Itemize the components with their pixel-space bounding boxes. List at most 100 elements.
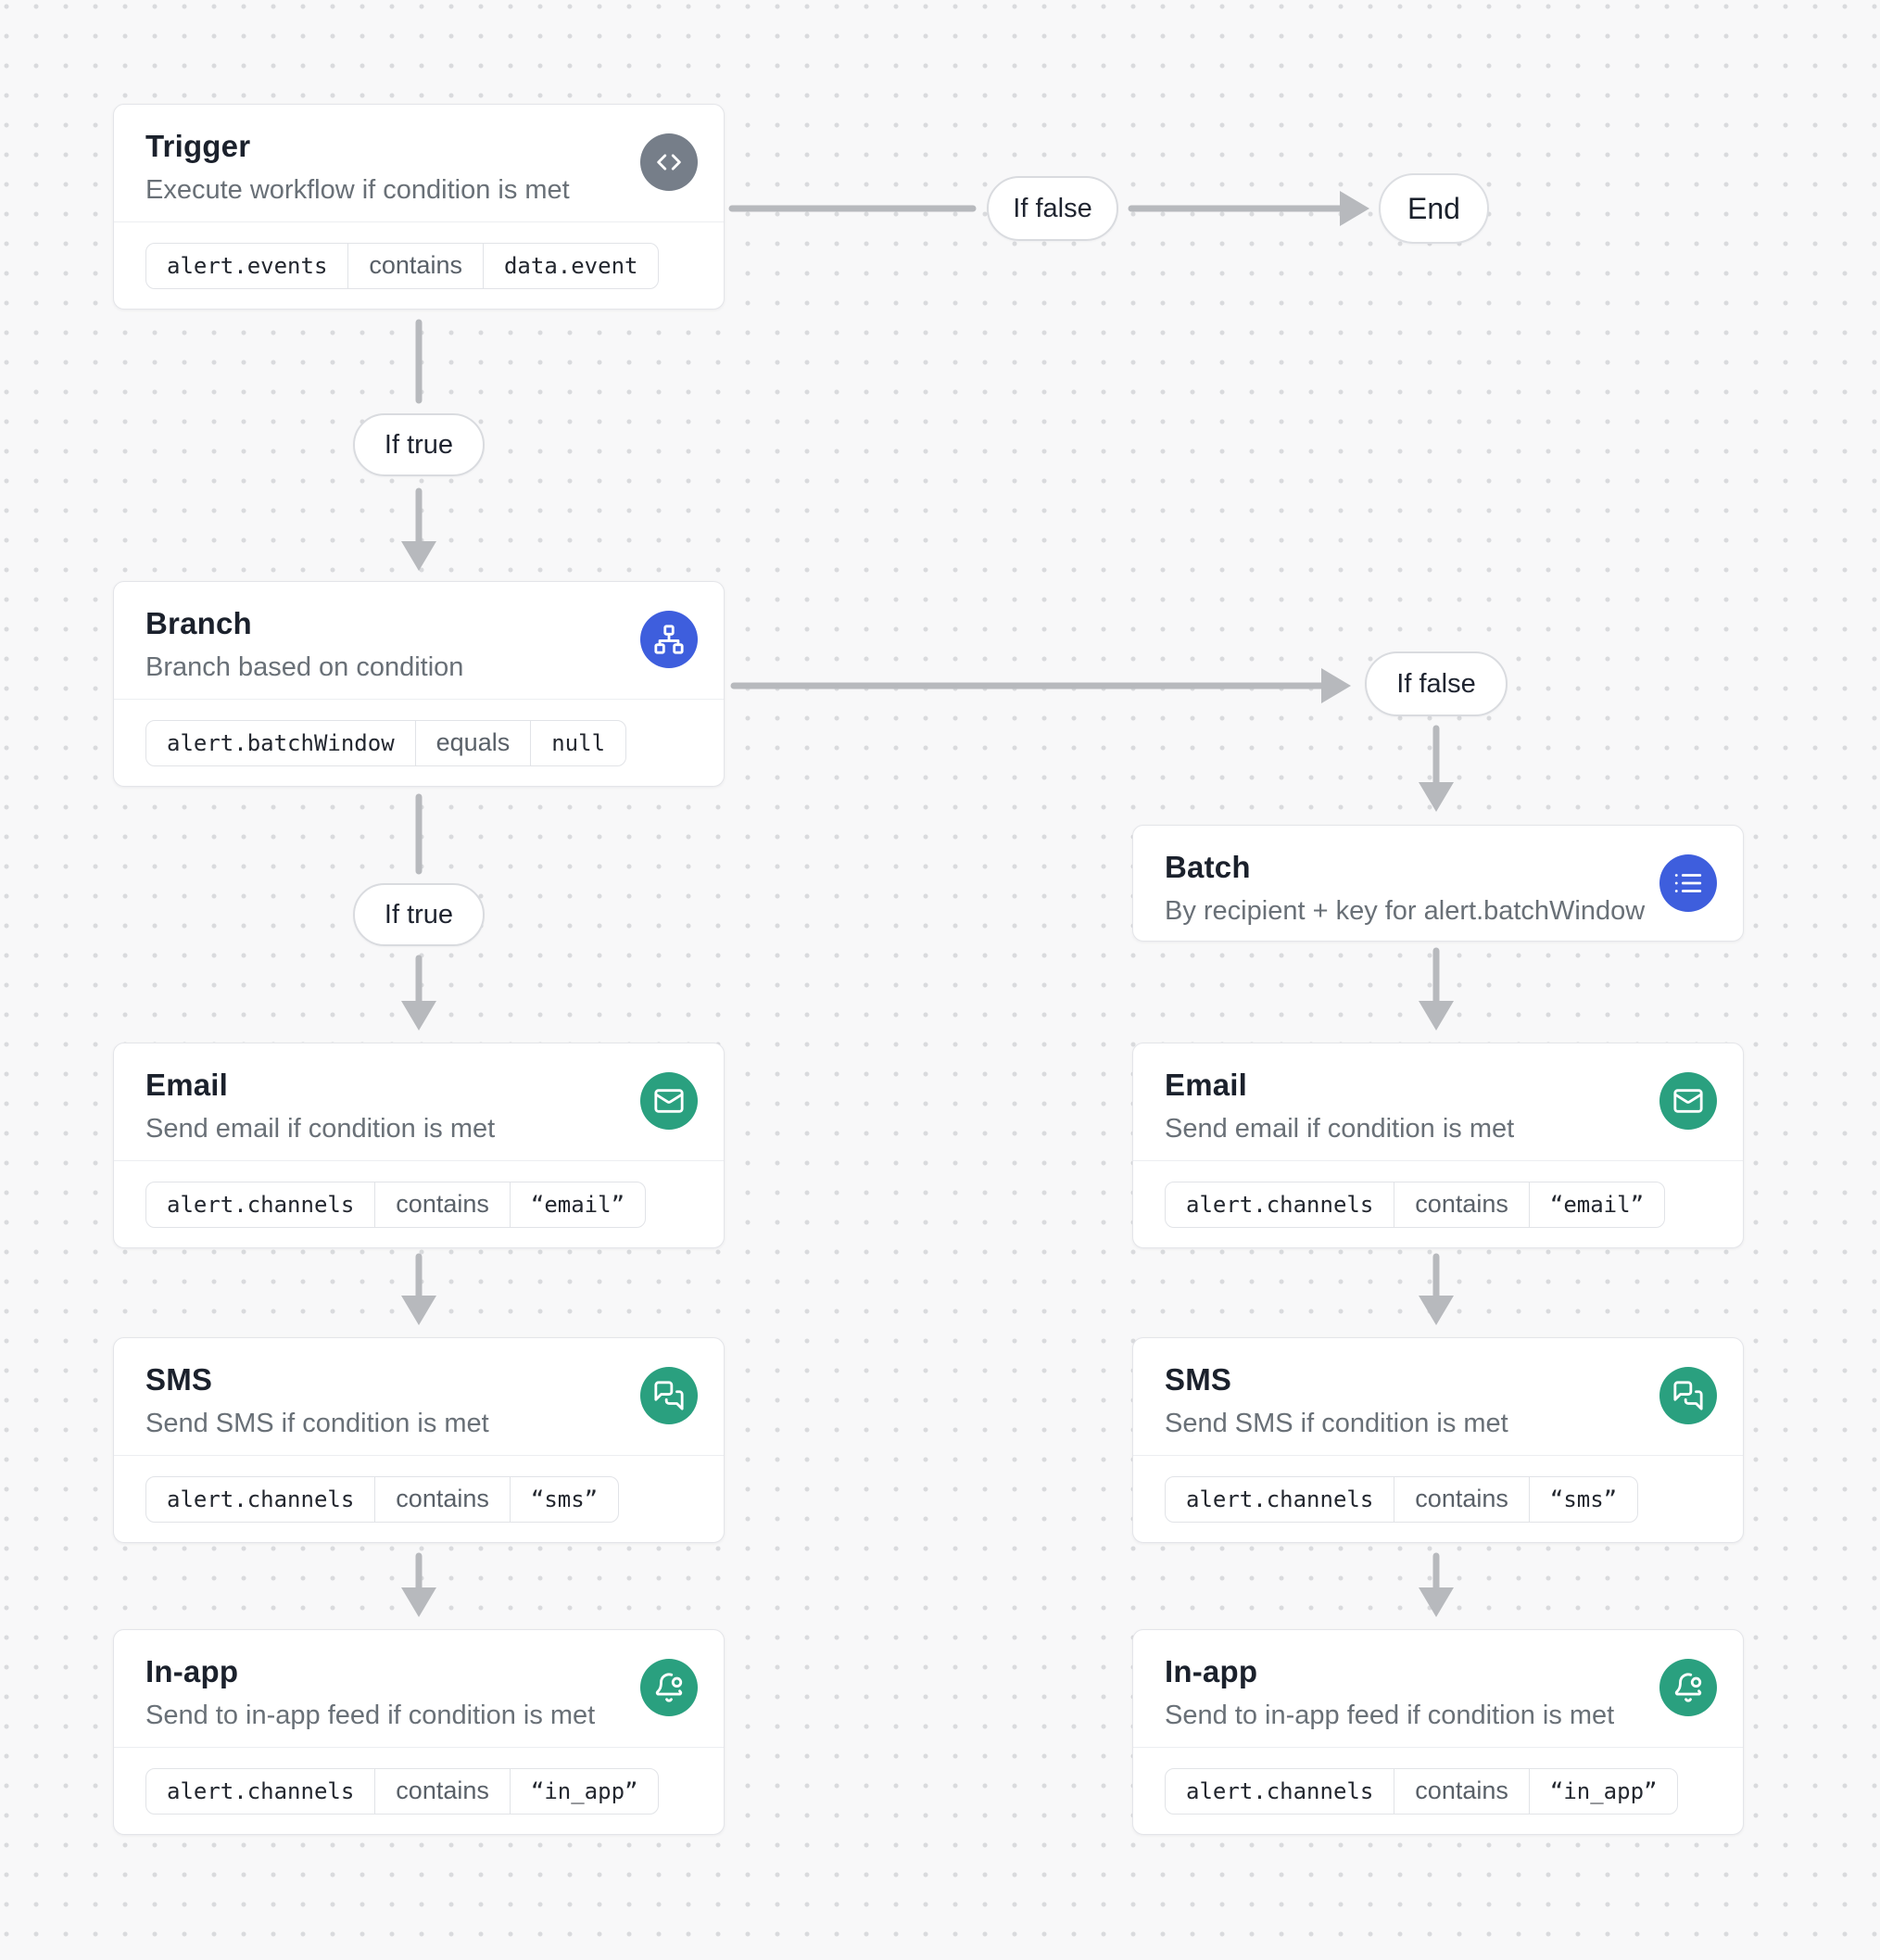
node-condition-row: alert.channels contains “in_app”: [1133, 1748, 1743, 1834]
condition-field: alert.channels: [167, 1777, 355, 1804]
node-trigger[interactable]: Trigger Execute workflow if condition is…: [113, 104, 725, 310]
node-subtitle: Branch based on condition: [145, 652, 464, 682]
node-condition-row: alert.channels contains “sms”: [114, 1456, 724, 1542]
arrowhead: [1340, 191, 1369, 226]
node-header: Trigger Execute workflow if condition is…: [114, 105, 724, 222]
bell-dot-icon: [1659, 1659, 1717, 1716]
chat-bubbles-icon: [1659, 1367, 1717, 1424]
chat-bubbles-icon: [640, 1367, 698, 1424]
node-subtitle: Send to in-app feed if condition is met: [145, 1701, 596, 1730]
node-header: Email Send email if condition is met: [114, 1043, 724, 1161]
node-batch[interactable]: Batch By recipient + key for alert.batch…: [1132, 825, 1744, 942]
node-branch[interactable]: Branch Branch based on condition alert.b…: [113, 581, 725, 787]
node-title: Email: [145, 1068, 229, 1102]
condition-value: “in_app”: [1528, 1768, 1678, 1814]
condition-chip: alert.channels contains “email”: [1165, 1181, 1666, 1228]
condition-field: alert.batchWindow: [167, 729, 395, 756]
node-header: Email Send email if condition is met: [1133, 1043, 1743, 1161]
node-title: Batch: [1165, 850, 1251, 884]
arrowhead: [1419, 1587, 1454, 1617]
node-subtitle: Send SMS if condition is met: [1165, 1409, 1508, 1438]
node-header: SMS Send SMS if condition is met: [1133, 1338, 1743, 1456]
condition-operator: contains: [1394, 1768, 1529, 1814]
edge-label-if-true: If true: [353, 883, 485, 946]
condition-chip: alert.batchWindow equals null: [145, 719, 627, 766]
node-condition-row: alert.channels contains “email”: [114, 1161, 724, 1247]
condition-value: “email”: [509, 1182, 645, 1227]
arrowhead: [1419, 1001, 1454, 1031]
condition-chip: alert.channels contains “sms”: [145, 1475, 620, 1523]
arrowhead: [1419, 782, 1454, 812]
node-subtitle: Send to in-app feed if condition is met: [1165, 1701, 1615, 1730]
node-condition-row: alert.channels contains “email”: [1133, 1161, 1743, 1247]
node-in-app[interactable]: In-app Send to in-app feed if condition …: [1132, 1629, 1744, 1835]
node-header: In-app Send to in-app feed if condition …: [114, 1630, 724, 1748]
condition-chip: alert.channels contains “sms”: [1165, 1475, 1639, 1523]
condition-operator: contains: [1394, 1182, 1529, 1227]
mail-icon: [1659, 1072, 1717, 1130]
node-in-app[interactable]: In-app Send to in-app feed if condition …: [113, 1629, 725, 1835]
node-condition-row: alert.events contains data.event: [114, 222, 724, 309]
condition-value: data.event: [482, 243, 658, 288]
node-subtitle: Execute workflow if condition is met: [145, 175, 570, 205]
node-title: Branch: [145, 606, 252, 640]
arrowhead: [401, 1296, 436, 1325]
condition-value: “sms”: [1528, 1476, 1637, 1522]
condition-value: “email”: [1528, 1182, 1664, 1227]
condition-operator: contains: [1394, 1476, 1529, 1522]
node-subtitle: Send email if condition is met: [1165, 1114, 1515, 1144]
condition-field: alert.channels: [167, 1486, 355, 1512]
condition-chip: alert.events contains data.event: [145, 242, 660, 289]
node-title: Email: [1165, 1068, 1248, 1102]
condition-operator: contains: [347, 243, 483, 288]
condition-field: alert.events: [167, 252, 328, 279]
condition-chip: alert.channels contains “in_app”: [1165, 1767, 1679, 1815]
node-email[interactable]: Email Send email if condition is met ale…: [1132, 1043, 1744, 1248]
node-subtitle: By recipient + key for alert.batchWindow: [1165, 896, 1646, 926]
code-icon: [640, 133, 698, 191]
node-email[interactable]: Email Send email if condition is met ale…: [113, 1043, 725, 1248]
sitemap-icon: [640, 611, 698, 668]
condition-value: null: [530, 720, 625, 765]
node-subtitle: Send email if condition is met: [145, 1114, 496, 1144]
node-header: Batch By recipient + key for alert.batch…: [1133, 826, 1743, 942]
condition-value: “sms”: [509, 1476, 618, 1522]
node-header: In-app Send to in-app feed if condition …: [1133, 1630, 1743, 1748]
edge-label-if-false: If false: [987, 176, 1118, 241]
node-title: SMS: [1165, 1362, 1232, 1397]
bell-dot-icon: [640, 1659, 698, 1716]
node-title: Trigger: [145, 129, 251, 163]
condition-value: “in_app”: [509, 1768, 659, 1814]
condition-operator: contains: [374, 1768, 510, 1814]
node-title: In-app: [1165, 1654, 1258, 1688]
list-icon: [1659, 854, 1717, 912]
node-end[interactable]: End: [1379, 173, 1489, 244]
node-header: Branch Branch based on condition: [114, 582, 724, 700]
arrowhead: [1321, 668, 1351, 703]
edge-label-if-false: If false: [1365, 651, 1508, 716]
condition-chip: alert.channels contains “in_app”: [145, 1767, 660, 1815]
arrowhead: [1419, 1296, 1454, 1325]
arrowhead: [401, 1587, 436, 1617]
condition-operator: equals: [414, 720, 531, 765]
node-condition-row: alert.channels contains “sms”: [1133, 1456, 1743, 1542]
edge-label-if-true: If true: [353, 413, 485, 476]
node-header: SMS Send SMS if condition is met: [114, 1338, 724, 1456]
condition-field: alert.channels: [167, 1191, 355, 1218]
node-sms[interactable]: SMS Send SMS if condition is met alert.c…: [1132, 1337, 1744, 1543]
node-title: SMS: [145, 1362, 213, 1397]
condition-field: alert.channels: [1186, 1191, 1374, 1218]
node-sms[interactable]: SMS Send SMS if condition is met alert.c…: [113, 1337, 725, 1543]
node-condition-row: alert.batchWindow equals null: [114, 700, 724, 786]
arrowhead: [401, 1001, 436, 1031]
node-title: In-app: [145, 1654, 239, 1688]
condition-operator: contains: [374, 1182, 510, 1227]
mail-icon: [640, 1072, 698, 1130]
condition-field: alert.channels: [1186, 1486, 1374, 1512]
node-subtitle: Send SMS if condition is met: [145, 1409, 489, 1438]
condition-operator: contains: [374, 1476, 510, 1522]
arrowhead: [401, 541, 436, 571]
condition-field: alert.channels: [1186, 1777, 1374, 1804]
